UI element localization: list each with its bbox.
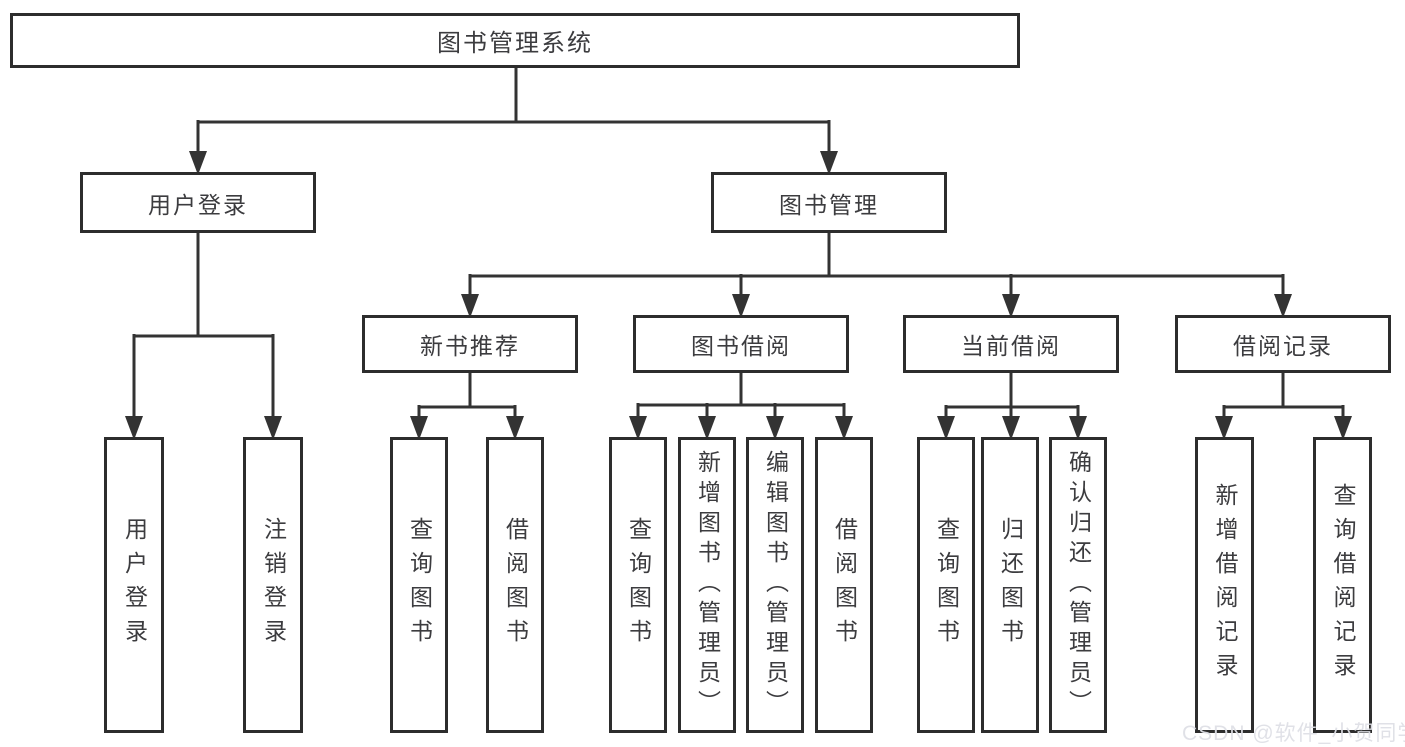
leaf-query-borrow-record-label: 查询借阅记录 <box>1330 483 1356 687</box>
leaf-query-books-3-label: 查询图书 <box>933 517 960 653</box>
leaf-edit-book-admin: 编辑图书（管理员） <box>746 437 804 733</box>
leaf-return-book-label: 归还图书 <box>997 517 1024 653</box>
leaf-edit-book-admin-label: 编辑图书（管理员） <box>762 450 789 720</box>
book-management-node-label: 图书管理 <box>779 191 879 218</box>
new-book-recommend-label: 新书推荐 <box>420 333 520 359</box>
leaf-confirm-return-admin-label: 确认归还（管理员） <box>1065 450 1092 720</box>
borrow-record-node: 借阅记录 <box>1175 315 1391 373</box>
watermark: CSDN @软件_小贺同学 <box>1182 722 1405 745</box>
leaf-confirm-return-admin: 确认归还（管理员） <box>1049 437 1107 733</box>
leaf-query-books-1-label: 查询图书 <box>406 517 433 653</box>
user-login-node: 用户登录 <box>80 172 316 233</box>
current-borrow-label: 当前借阅 <box>961 333 1061 359</box>
leaf-query-borrow-record: 查询借阅记录 <box>1313 437 1372 733</box>
leaf-return-book: 归还图书 <box>981 437 1039 733</box>
leaf-query-books-2: 查询图书 <box>609 437 667 733</box>
new-book-recommend-node: 新书推荐 <box>362 315 578 373</box>
leaf-logout-label: 注销登录 <box>260 517 287 653</box>
book-borrow-label: 图书借阅 <box>691 333 791 359</box>
book-management-node: 图书管理 <box>711 172 947 233</box>
borrow-record-label: 借阅记录 <box>1233 333 1333 359</box>
leaf-add-book-admin: 新增图书（管理员） <box>678 437 736 733</box>
leaf-add-borrow-record-label: 新增借阅记录 <box>1212 483 1238 687</box>
leaf-query-books-2-label: 查询图书 <box>625 517 652 653</box>
leaf-borrow-books-1-label: 借阅图书 <box>502 517 529 653</box>
leaf-borrow-books-2: 借阅图书 <box>815 437 873 733</box>
current-borrow-node: 当前借阅 <box>903 315 1119 373</box>
leaf-add-book-admin-label: 新增图书（管理员） <box>694 450 721 720</box>
leaf-add-borrow-record: 新增借阅记录 <box>1195 437 1254 733</box>
root-node-label: 图书管理系统 <box>437 30 593 57</box>
leaf-query-books-1: 查询图书 <box>390 437 448 733</box>
root-node: 图书管理系统 <box>10 13 1020 68</box>
leaf-logout: 注销登录 <box>243 437 303 733</box>
leaf-borrow-books-1: 借阅图书 <box>486 437 544 733</box>
leaf-user-login: 用户登录 <box>104 437 164 733</box>
leaf-borrow-books-2-label: 借阅图书 <box>831 517 858 653</box>
user-login-node-label: 用户登录 <box>148 191 248 218</box>
leaf-user-login-label: 用户登录 <box>121 517 148 653</box>
leaf-query-books-3: 查询图书 <box>917 437 975 733</box>
book-borrow-node: 图书借阅 <box>633 315 849 373</box>
